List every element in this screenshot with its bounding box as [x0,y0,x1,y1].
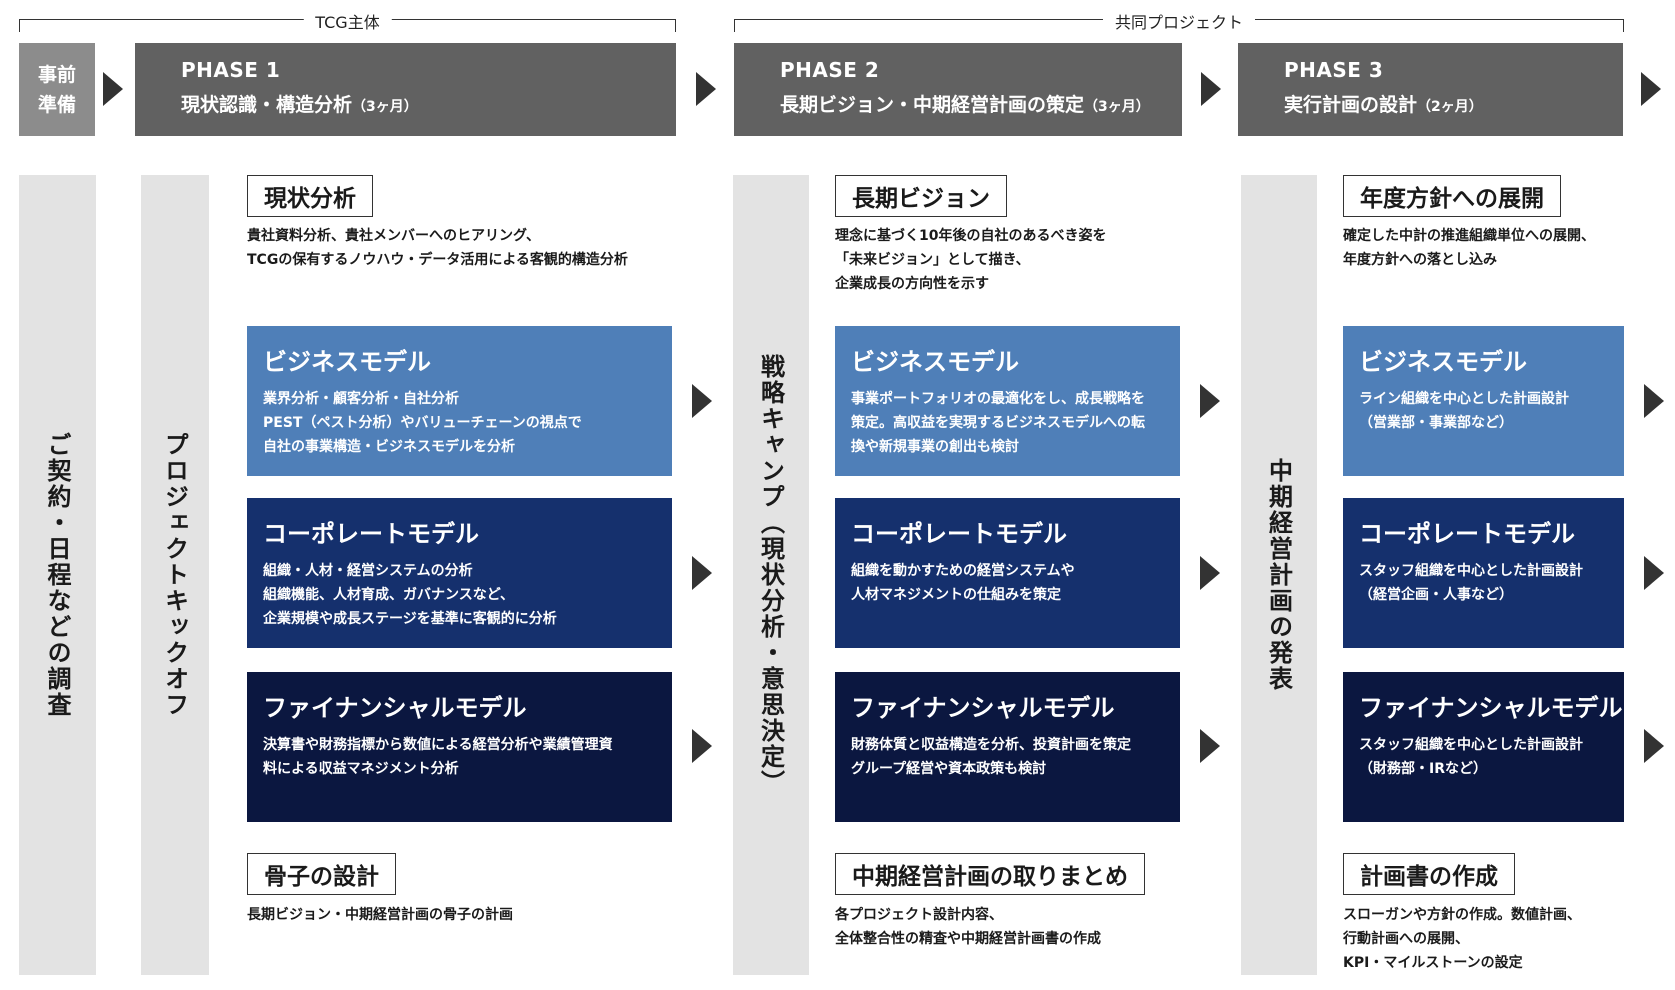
prep-line1: 事前 [37,63,76,86]
prep-box: 事前 準備 [19,43,95,136]
arrow-right-icon [692,384,712,418]
phase3-financial-desc: スタッフ組織を中心とした計画設計 （財務部・IRなど） [1359,737,1583,777]
phase3-business-title: ビジネスモデル [1359,348,1527,376]
camp-column: 戦略キャンプ（現状分析・意思決定） [733,175,809,975]
kickoff-text: プロジェクトキックオフ [160,432,189,718]
phase1-top-label: 現状分析 [247,175,373,217]
phase1-header: PHASE 1 現状認識・構造分析（3ヶ月） [135,43,676,136]
phase3-business-desc: ライン組織を中心とした計画設計 （営業部・事業部など） [1359,391,1569,431]
announce-text: 中期経営計画の発表 [1264,458,1293,692]
arrow-right-icon [696,72,716,106]
prep-line2: 準備 [37,93,76,116]
phase3-financial-model: ファイナンシャルモデル スタッフ組織を中心とした計画設計 （財務部・IRなど） [1343,672,1624,822]
arrow-right-icon [1644,384,1664,418]
phase1-corporate-desc: 組織・人材・経営システムの分析 組織機能、人材育成、ガバナンスなど、 企業規模や… [263,563,557,627]
phase3-bottom-desc: スローガンや方針の作成。数値計画、 行動計画への展開、 KPI・マイルストーンの… [1343,907,1581,971]
arrow-right-icon [1644,556,1664,590]
phase2-top-label: 長期ビジョン [835,175,1007,217]
phase3-corporate-model: コーポレートモデル スタッフ組織を中心とした計画設計 （経営企画・人事など） [1343,498,1624,648]
phase2-bottom-desc: 各プロジェクト設計内容、 全体整合性の精査や中期経営計画書の作成 [835,907,1101,947]
arrow-right-icon [692,729,712,763]
arrow-right-icon [692,556,712,590]
camp-text: 戦略キャンプ（現状分析・意思決定） [756,354,785,796]
phase2-financial-model: ファイナンシャルモデル 財務体質と収益構造を分析、投資計画を策定 グループ経営や… [835,672,1180,822]
phase3-header: PHASE 3 実行計画の設計（2ヶ月） [1238,43,1623,136]
phase1-business-desc: 業界分析・顧客分析・自社分析 PEST（ペスト分析）やバリューチェーンの視点で … [263,391,582,455]
arrow-right-icon [1200,384,1220,418]
phase3-top-desc: 確定した中計の推進組織単位への展開、 年度方針への落とし込み [1343,228,1595,268]
phase2-duration: （3ヶ月） [1084,99,1150,115]
phase3-financial-title: ファイナンシャルモデル [1359,694,1623,722]
phase2-corporate-model: コーポレートモデル 組織を動かすための経営システムや 人材マネジメントの仕組みを… [835,498,1180,648]
arrow-right-icon [1200,729,1220,763]
phase2-business-title: ビジネスモデル [851,348,1019,376]
phase3-name: 実行計画の設計（2ヶ月） [1284,90,1483,117]
phase2-business-model: ビジネスモデル 事業ポートフォリオの最適化をし、成長戦略を 策定。高収益を実現す… [835,326,1180,476]
phase1-top-desc: 貴社資料分析、貴社メンバーへのヒアリング、 TCGの保有するノウハウ・データ活用… [247,228,628,268]
phase2-title: PHASE 2 [780,58,880,82]
phase1-corporate-model: コーポレートモデル 組織・人材・経営システムの分析 組織機能、人材育成、ガバナン… [247,498,672,648]
joint-bracket-label: 共同プロジェクト [1102,9,1256,33]
tcg-bracket-label: TCG主体 [303,9,392,33]
phase2-business-desc: 事業ポートフォリオの最適化をし、成長戦略を 策定。高収益を実現するビジネスモデル… [851,391,1145,455]
phase3-name-text: 実行計画の設計 [1284,94,1418,116]
arrow-right-icon [1644,729,1664,763]
phase1-name: 現状認識・構造分析（3ヶ月） [181,90,418,117]
phase1-bottom-desc: 長期ビジョン・中期経営計画の骨子の計画 [247,907,513,923]
phase2-financial-title: ファイナンシャルモデル [851,694,1115,722]
phase2-corporate-desc: 組織を動かすための経営システムや 人材マネジメントの仕組みを策定 [851,563,1075,603]
arrow-right-icon [1201,72,1221,106]
phase2-top-desc: 理念に基づく10年後の自社のあるべき姿を 「未来ビジョン」として描き、 企業成長… [835,228,1107,292]
phase3-business-model: ビジネスモデル ライン組織を中心とした計画設計 （営業部・事業部など） [1343,326,1624,476]
phase3-corporate-desc: スタッフ組織を中心とした計画設計 （経営企画・人事など） [1359,563,1583,603]
phase2-corporate-title: コーポレートモデル [851,520,1067,548]
phase3-bottom-label: 計画書の作成 [1343,853,1515,895]
arrow-right-icon [1641,72,1661,106]
phase1-bottom-label: 骨子の設計 [247,853,396,895]
phase3-corporate-title: コーポレートモデル [1359,520,1575,548]
phase3-duration: （2ヶ月） [1417,99,1483,115]
phase1-title: PHASE 1 [181,58,281,82]
phase1-business-title: ビジネスモデル [263,348,431,376]
announce-column: 中期経営計画の発表 [1241,175,1317,975]
phase1-financial-desc: 決算書や財務指標から数値による経営分析や業績管理資 料による収益マネジメント分析 [263,737,613,777]
phase1-name-text: 現状認識・構造分析 [181,94,353,116]
phase2-name: 長期ビジョン・中期経営計画の策定（3ヶ月） [780,90,1150,117]
phase1-duration: （3ヶ月） [352,99,418,115]
phase1-corporate-title: コーポレートモデル [263,520,479,548]
phase1-financial-title: ファイナンシャルモデル [263,694,527,722]
phase3-top-label: 年度方針への展開 [1343,175,1561,217]
kickoff-column: プロジェクトキックオフ [141,175,209,975]
phase1-business-model: ビジネスモデル 業界分析・顧客分析・自社分析 PEST（ペスト分析）やバリューチ… [247,326,672,476]
phase2-financial-desc: 財務体質と収益構造を分析、投資計画を策定 グループ経営や資本政策も検討 [851,737,1131,777]
contract-text: ご契約・日程などの調査 [43,432,71,718]
phase2-header: PHASE 2 長期ビジョン・中期経営計画の策定（3ヶ月） [734,43,1182,136]
arrow-right-icon [1200,556,1220,590]
tcg-bracket: TCG主体 [19,9,676,33]
contract-column: ご契約・日程などの調査 [19,175,96,975]
phase3-title: PHASE 3 [1284,58,1384,82]
phase2-name-text: 長期ビジョン・中期経営計画の策定 [780,94,1085,116]
phase1-financial-model: ファイナンシャルモデル 決算書や財務指標から数値による経営分析や業績管理資 料に… [247,672,672,822]
joint-bracket: 共同プロジェクト [734,9,1624,33]
arrow-right-icon [103,72,123,106]
phase2-bottom-label: 中期経営計画の取りまとめ [835,853,1145,895]
